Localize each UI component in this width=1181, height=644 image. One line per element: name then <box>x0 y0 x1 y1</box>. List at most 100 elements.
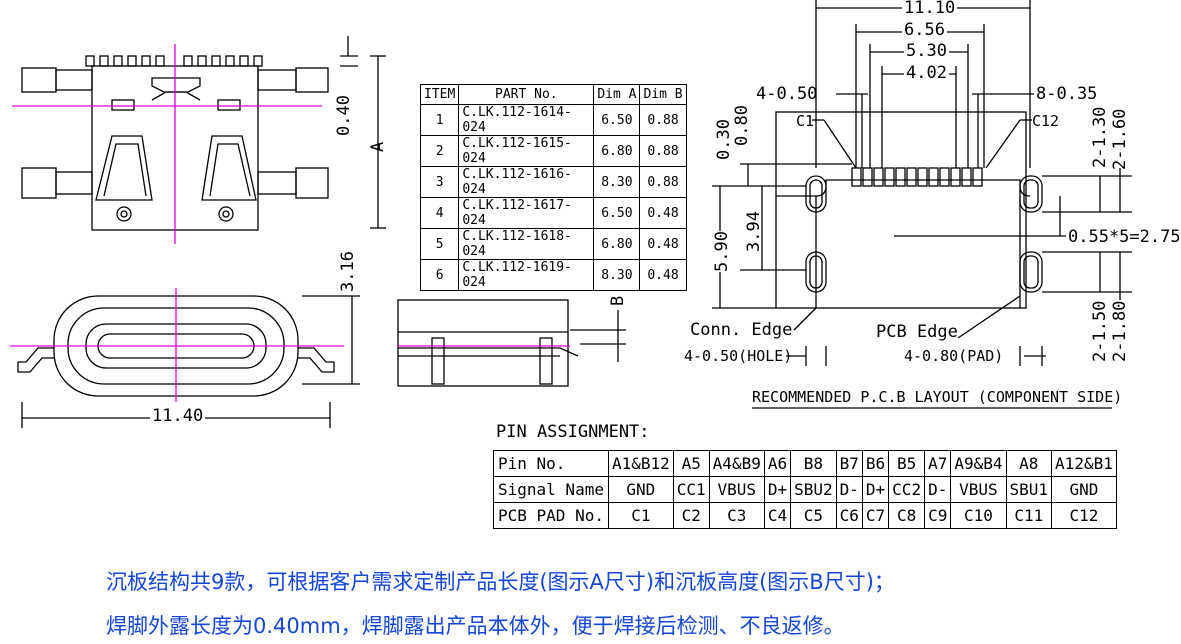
cell: 5 <box>419 228 460 260</box>
pcb-outline <box>775 111 1027 309</box>
cell: C.LK.112-1619-024 <box>458 259 595 291</box>
cell: SBU1 <box>1005 476 1053 503</box>
dim-8-0-35: 8-0.35 <box>1036 84 1098 104</box>
cell: D+ <box>763 476 792 503</box>
cell: 0.48 <box>639 228 687 260</box>
pin-row-label: PCB PAD No. <box>493 502 609 529</box>
cell: 0.88 <box>639 166 687 198</box>
cell: B8 <box>790 450 837 477</box>
pcb-layout-title: RECOMMENDED P.C.B LAYOUT (COMPONENT SIDE… <box>752 388 1123 406</box>
cell: A5 <box>672 450 710 477</box>
dim-A: A <box>368 141 388 152</box>
top-view <box>12 36 386 244</box>
cell: A6 <box>763 450 792 477</box>
cell: C.LK.112-1615-024 <box>458 135 595 167</box>
cell: 1 <box>419 104 460 136</box>
cell: SBU2 <box>790 476 837 503</box>
part-table-header: ITEM PART No. Dim A Dim B <box>419 84 687 105</box>
part-col-dima: Dim A <box>593 84 641 105</box>
cell: C8 <box>888 502 926 529</box>
side-view <box>397 299 626 387</box>
dim-2-1-50: 2-1.50 <box>1090 300 1110 362</box>
cell: D+ <box>861 476 890 503</box>
cell: GND <box>1051 476 1117 503</box>
cell: C9 <box>924 502 952 529</box>
dim-2-1-60: 2-1.60 <box>1110 108 1130 170</box>
cell: C2 <box>672 502 710 529</box>
cell: C7 <box>861 502 890 529</box>
label-pad: 4-0.80(PAD) <box>904 347 1004 365</box>
cell: VBUS <box>950 476 1007 503</box>
cell: B7 <box>835 450 863 477</box>
cell: A12&B1 <box>1051 450 1117 477</box>
dim-5-90: 5.90 <box>712 231 732 272</box>
cell: C3 <box>708 502 765 529</box>
cell: CC2 <box>888 476 926 503</box>
pads <box>851 167 983 187</box>
cell: C.LK.112-1617-024 <box>458 197 595 229</box>
label-pcb-edge: PCB Edge <box>876 322 958 342</box>
cell: 0.48 <box>639 197 687 229</box>
cell: B5 <box>888 450 926 477</box>
cell: 8.30 <box>593 166 641 198</box>
cell: 2 <box>419 135 460 167</box>
cell: C12 <box>1051 502 1117 529</box>
dim-2-1-30: 2-1.30 <box>1090 106 1110 168</box>
cell: 3 <box>419 166 460 198</box>
dim-5-30: 5.30 <box>904 41 949 61</box>
cell: D- <box>835 476 863 503</box>
cell: C5 <box>790 502 837 529</box>
side-view-body <box>397 299 569 387</box>
cell: 0.88 <box>639 135 687 167</box>
cell: B6 <box>861 450 890 477</box>
cell: 6 <box>419 259 460 291</box>
cell: VBUS <box>708 476 765 503</box>
dim-0-30: 0.30 <box>714 119 734 160</box>
cell: GND <box>607 476 674 503</box>
part-col-partno: PART No. <box>458 84 595 105</box>
cell: C11 <box>1005 502 1053 529</box>
dim-4-0-50: 4-0.50 <box>756 84 818 104</box>
label-C1: C1 <box>796 112 815 130</box>
dim-11-10: 11.10 <box>902 0 958 18</box>
top-pins <box>85 55 263 67</box>
dim-0-40: 0.40 <box>334 95 354 136</box>
label-C12: C12 <box>1032 112 1060 130</box>
dim-0-80: 0.80 <box>732 105 752 146</box>
cell: D- <box>924 476 952 503</box>
cell: C.LK.112-1616-024 <box>458 166 595 198</box>
cell: 0.88 <box>639 104 687 136</box>
pin-row-label: Signal Name <box>493 476 609 503</box>
cell: 6.50 <box>593 197 641 229</box>
cell: A1&B12 <box>607 450 674 477</box>
cell: 6.80 <box>593 228 641 260</box>
cell: CC1 <box>672 476 710 503</box>
cell: 6.50 <box>593 104 641 136</box>
cell: C10 <box>950 502 1007 529</box>
cell: 6.80 <box>593 135 641 167</box>
cell: A4&B9 <box>708 450 765 477</box>
cell: C4 <box>763 502 792 529</box>
cell: 0.48 <box>639 259 687 291</box>
dim-11-40: 11.40 <box>150 406 206 426</box>
dim-2-1-80: 2-1.80 <box>1110 300 1130 362</box>
cell: C.LK.112-1618-024 <box>458 228 595 260</box>
note-line-2: 焊脚外露长度为0.40mm，焊脚露出产品本体外，便于焊接后检测、不良返修。 <box>106 614 845 638</box>
dim-3-16: 3.16 <box>338 251 358 292</box>
cell: C6 <box>835 502 863 529</box>
dim-3-94: 3.94 <box>744 211 764 252</box>
cell: A7 <box>924 450 952 477</box>
note-line-1: 沉板结构共9款，可根据客户需求定制产品长度(图示A尺寸)和沉板高度(图示B尺寸)… <box>106 570 895 594</box>
pin-assignment-title: PIN ASSIGNMENT: <box>496 422 650 442</box>
part-col-dimb: Dim B <box>639 84 687 105</box>
label-hole: 4-0.50(HOLE) <box>684 347 793 365</box>
dim-B: B <box>608 295 628 306</box>
